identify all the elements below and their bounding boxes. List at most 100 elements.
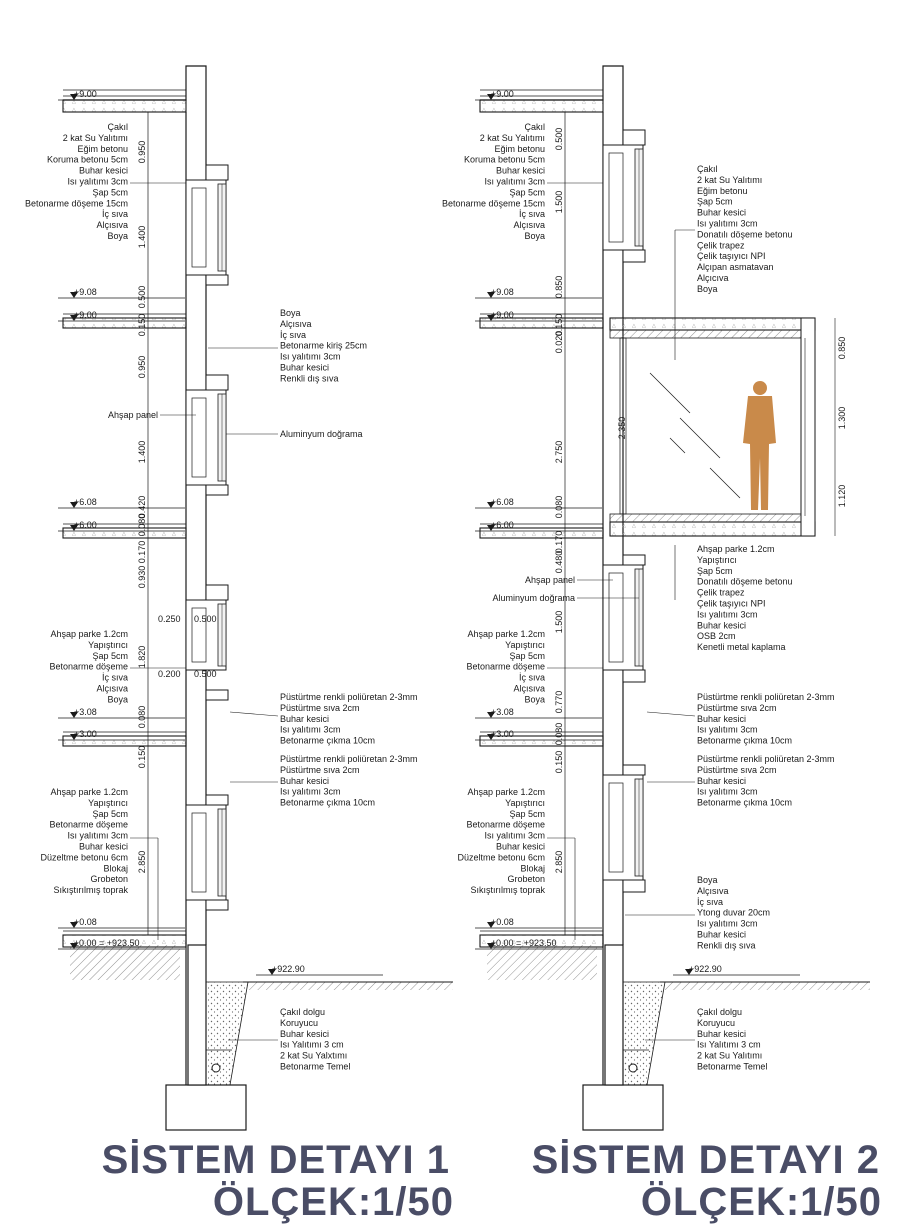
floor-layer-5: Alçısıva bbox=[96, 684, 128, 694]
floor-layer-6: Boya bbox=[524, 694, 545, 704]
ground-layer-2: Şap 5cm bbox=[92, 809, 128, 819]
cantilever-a-4: Betonarme çıkma 10cm bbox=[697, 736, 792, 746]
floor-layer-0: Ahşap parke 1.2cm bbox=[467, 629, 545, 639]
window-dim-1: 0.500 bbox=[194, 614, 217, 624]
cantilever-a-3: Isı yalıtımı 3cm bbox=[697, 725, 758, 735]
cantilever-a-3: Isı yalıtımı 3cm bbox=[280, 725, 341, 735]
dimension-text-1: 1.400 bbox=[137, 226, 147, 249]
wall-layer-1: Alçısıva bbox=[280, 319, 312, 329]
roof-layer-5: Isı yalıtımı 3cm bbox=[67, 177, 128, 187]
box-roof-layer-5: Isı yalıtımı 3cm bbox=[697, 219, 758, 229]
level-9-00-marker bbox=[70, 315, 78, 321]
box-roof-layer-7: Çelik trapez bbox=[697, 240, 745, 250]
floor-layer-5: Alçısıva bbox=[513, 684, 545, 694]
level-grade-text: +922.90 bbox=[272, 964, 305, 974]
roof-layer-1: 2 kat Su Yalıtımı bbox=[480, 133, 545, 143]
window-ground-panel bbox=[608, 782, 624, 873]
drain-pipe bbox=[628, 1063, 638, 1073]
ground-hatch-outer bbox=[248, 982, 453, 990]
dimension-text-4: 0.950 bbox=[137, 356, 147, 379]
dimension-text-9: 0.930 bbox=[137, 566, 147, 589]
wall-ledge-5 bbox=[205, 689, 229, 701]
foundation-layer-0: Çakıl dolgu bbox=[280, 1007, 325, 1017]
detail-2-title: SİSTEM DETAYI 2 bbox=[531, 1138, 880, 1182]
level-6-08-text: +6.08 bbox=[491, 497, 514, 507]
box-roof-layer-8: Çelik taşıyıcı NPI bbox=[697, 251, 766, 261]
cantilever-b-1: Püstürtme sıva 2cm bbox=[697, 765, 777, 775]
level-ground-marker bbox=[487, 943, 495, 949]
box-floor-layer-4: Çelik trapez bbox=[697, 588, 745, 598]
level-roof-marker bbox=[70, 94, 78, 100]
ground-layer-0: Ahşap parke 1.2cm bbox=[467, 787, 545, 797]
box-roof-layer-2: Eğim betonu bbox=[697, 186, 748, 196]
roof-layer-0: Çakıl bbox=[524, 122, 545, 132]
wall-layer-5: Buhar kesici bbox=[697, 930, 746, 940]
wall-ledge-3 bbox=[205, 484, 229, 496]
aluminium-label: Aluminyum doğrama bbox=[492, 593, 575, 603]
floor-layer-2: Şap 5cm bbox=[92, 651, 128, 661]
roof-layer-3: Koruma betonu 5cm bbox=[464, 155, 545, 165]
level-3-08-text: +3.08 bbox=[491, 707, 514, 717]
dimension-text-5: 1.400 bbox=[137, 441, 147, 464]
roof-layer-9: Alçısıva bbox=[513, 220, 545, 230]
dimension-text-8: 0.480 bbox=[554, 551, 564, 574]
aluminium-label: Aluminyum doğrama bbox=[280, 429, 363, 439]
box-roof-layer-1: 2 kat Su Yalıtımı bbox=[697, 175, 762, 185]
foundation-layer-5: Betonarme Temel bbox=[697, 1062, 767, 1072]
wall-ledge-4 bbox=[622, 764, 646, 776]
ground-layer-1: Yapıştırıcı bbox=[505, 798, 545, 808]
foundation-footing bbox=[582, 1084, 664, 1131]
window-mid-panel bbox=[191, 397, 207, 478]
box-roof-layer-4: Buhar kesici bbox=[697, 208, 746, 218]
cantilever-a-2: Buhar kesici bbox=[697, 714, 746, 724]
roof-layer-9: Alçısıva bbox=[96, 220, 128, 230]
floor-slab-0 bbox=[479, 99, 604, 113]
ground-layer-0: Ahşap parke 1.2cm bbox=[50, 787, 128, 797]
box-roof-layer-11: Boya bbox=[697, 284, 718, 294]
wall-ledge-1 bbox=[622, 249, 646, 263]
level-3-08-marker bbox=[70, 712, 78, 718]
level-roof-marker bbox=[487, 94, 495, 100]
dimension-text-2: 0.850 bbox=[554, 276, 564, 299]
wall-layer-6: Renkli dış sıva bbox=[280, 373, 339, 383]
level-9-08-marker bbox=[70, 292, 78, 298]
box-floor-layer-6: Isı yalıtımı 3cm bbox=[697, 609, 758, 619]
foundation-layer-0: Çakıl dolgu bbox=[697, 1007, 742, 1017]
level-0-08-text: +0.08 bbox=[74, 917, 97, 927]
roof-layer-4: Buhar kesici bbox=[79, 166, 128, 176]
dimension-text-0: 0.950 bbox=[137, 141, 147, 164]
wall-ledge-5 bbox=[622, 879, 646, 893]
ground-layer-7: Blokaj bbox=[520, 863, 545, 873]
dimension-text-3: 0.150 bbox=[137, 314, 147, 337]
box-dim-2: 1.300 bbox=[837, 407, 847, 430]
floor-layer-3: Betonarme döşeme bbox=[466, 662, 545, 672]
wall-layer-5: Buhar kesici bbox=[280, 363, 329, 373]
box-floor-trapez bbox=[609, 513, 816, 523]
roof-layer-8: İç sıva bbox=[519, 209, 545, 219]
window-ground-panel bbox=[191, 812, 207, 893]
level-9-00-marker bbox=[487, 315, 495, 321]
box-side-frame bbox=[619, 337, 627, 515]
box-roof-layer-9: Alçıpan asmatavan bbox=[697, 262, 774, 272]
foundation-layer-4: 2 kat Su Yalıtımı bbox=[697, 1051, 762, 1061]
wall-ledge-4 bbox=[205, 584, 229, 601]
ground-layer-2: Şap 5cm bbox=[509, 809, 545, 819]
window-dim-3: 0.500 bbox=[194, 669, 217, 679]
dimension-text-11: 0.080 bbox=[554, 723, 564, 746]
floor-layer-0: Ahşap parke 1.2cm bbox=[50, 629, 128, 639]
foundation-layer-3: Isı Yalıtımı 3 cm bbox=[697, 1040, 761, 1050]
level-roof-text: +9.00 bbox=[491, 89, 514, 99]
level-9-00-text: +9.00 bbox=[491, 310, 514, 320]
ground-layer-5: Buhar kesici bbox=[79, 842, 128, 852]
level-0-08-marker bbox=[487, 922, 495, 928]
dimension-text-2: 0.500 bbox=[137, 286, 147, 309]
wall-layer-0: Boya bbox=[280, 308, 301, 318]
wall-layer-0: Boya bbox=[697, 875, 718, 885]
ground-hatch-inner bbox=[487, 945, 597, 980]
floor-layer-3: Betonarme döşeme bbox=[49, 662, 128, 672]
box-roof-layer-10: Alçıcıva bbox=[697, 273, 729, 283]
roof-layer-0: Çakıl bbox=[107, 122, 128, 132]
level-3-00-text: +3.00 bbox=[74, 729, 97, 739]
wall-layer-3: Betonarme kiriş 25cm bbox=[280, 341, 367, 351]
level-0-08-marker bbox=[70, 922, 78, 928]
